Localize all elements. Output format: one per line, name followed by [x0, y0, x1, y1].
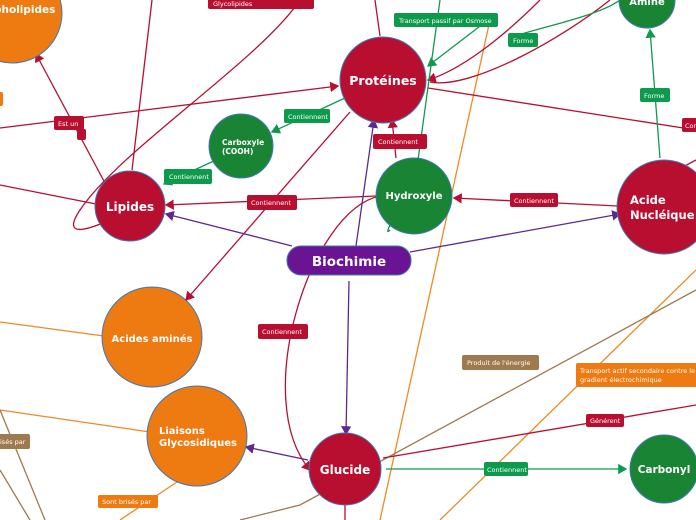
- svg-text:Transport actif secondaire con: Transport actif secondaire contre le: [579, 367, 695, 375]
- edge-labels: Glycolipides Transport passif par Osmose…: [0, 0, 696, 508]
- node-phospholipides[interactable]: pholipides: [0, 0, 63, 64]
- svg-text:pholipides: pholipides: [0, 4, 55, 16]
- svg-text:(COOH): (COOH): [222, 147, 253, 156]
- edge-label-contient-glucide-hydroxyle[interactable]: Contiennent: [258, 324, 308, 339]
- svg-text:Lipides: Lipides: [106, 200, 154, 214]
- connector-line: [426, 19, 489, 67]
- node-glucide[interactable]: Glucide: [308, 432, 382, 506]
- svg-text:Contiennent: Contiennent: [378, 138, 418, 146]
- edge-label-brises-par-left[interactable]: isés par: [0, 434, 30, 449]
- connector-line: [239, 289, 696, 520]
- svg-text:Contiennent: Contiennent: [169, 173, 209, 181]
- svg-text:Cor: Cor: [685, 122, 696, 130]
- edge-label-transport-actif[interactable]: Transport actif secondaire contre le gra…: [576, 363, 696, 387]
- connector-line: [429, 0, 611, 84]
- nodes: pholipides Amine Protéines Carboxyle (CO…: [0, 0, 696, 506]
- connector-line: [355, 118, 379, 247]
- connector-line: [0, 469, 31, 520]
- edge-label-produit-energie[interactable]: Produit de l'énergie: [462, 355, 539, 370]
- node-hydroxyle[interactable]: Hydroxyle: [375, 157, 453, 235]
- edge-label-contient-lipides-carboxyle[interactable]: Contiennent: [164, 169, 212, 184]
- edge-label-glycolipides[interactable]: Glycolipides: [208, 0, 314, 9]
- connector-line: [374, 0, 381, 37]
- connector-line: [340, 280, 352, 436]
- svg-text:Sont brisés par: Sont brisés par: [102, 498, 151, 506]
- edge-label-forme-right[interactable]: Forme: [640, 88, 670, 102]
- svg-text:Glycolipides: Glycolipides: [213, 0, 253, 8]
- svg-text:Biochimie: Biochimie: [312, 254, 386, 270]
- svg-text:Est un: Est un: [58, 120, 78, 128]
- edge-label-cor-right[interactable]: Cor: [682, 118, 696, 132]
- node-carbonyl[interactable]: Carbonyl: [629, 434, 696, 504]
- svg-text:Transport passif par Osmose: Transport passif par Osmose: [398, 17, 492, 25]
- svg-text:gradient électrochimique: gradient électrochimique: [580, 376, 662, 384]
- node-carboxyle[interactable]: Carboxyle (COOH): [208, 113, 274, 179]
- svg-text:Glycosidiques: Glycosidiques: [159, 438, 237, 449]
- connector-line: [0, 321, 105, 337]
- edge-label-contient-carboxyle[interactable]: Contiennent: [284, 109, 330, 123]
- node-acides-amines[interactable]: Acides aminés: [101, 286, 203, 388]
- node-liaisons-glycosidiques[interactable]: Liaisons Glycosidiques: [146, 385, 248, 487]
- connector-line: [244, 443, 309, 461]
- connector-line: [284, 195, 381, 471]
- connector-line: [427, 87, 696, 131]
- connector-line: [409, 210, 622, 253]
- svg-text:Acide: Acide: [630, 193, 666, 207]
- svg-text:Contiennent: Contiennent: [514, 197, 554, 205]
- edge-label-est-un[interactable]: Est un: [54, 116, 84, 130]
- svg-text:Carboxyle: Carboxyle: [222, 138, 264, 147]
- svg-text:Acides aminés: Acides aminés: [112, 333, 193, 345]
- connector-line: [73, 0, 301, 231]
- svg-text:Liaisons: Liaisons: [159, 426, 205, 437]
- edge-label-generent[interactable]: Générent: [586, 414, 624, 427]
- svg-text:isés par: isés par: [0, 438, 26, 446]
- edge-label-contient-proteines-hydroxyle[interactable]: Contiennent: [373, 134, 427, 149]
- connector-line: [131, 0, 153, 171]
- connector-line: [0, 184, 97, 205]
- node-biochimie[interactable]: Biochimie: [286, 245, 412, 276]
- edge-label-contient-acide-hydroxyle[interactable]: Contiennent: [510, 193, 558, 207]
- connector-line: [0, 409, 151, 433]
- svg-text:Contiennent: Contiennent: [262, 328, 302, 336]
- svg-text:Forme: Forme: [513, 37, 533, 45]
- node-acide-nucleique[interactable]: Acide Nucléique: [616, 159, 696, 255]
- svg-text:Hydroxyle: Hydroxyle: [385, 191, 442, 202]
- connector-line: [439, 269, 696, 520]
- edge-label-forme-top[interactable]: Forme: [508, 33, 538, 47]
- svg-text:Amine: Amine: [629, 0, 665, 8]
- svg-text:Produit de l'énergie: Produit de l'énergie: [467, 359, 530, 367]
- svg-text:Nucléique: Nucléique: [630, 208, 695, 222]
- edge-label-contient-hydroxyle-lipides[interactable]: Contiennent: [247, 195, 297, 210]
- svg-text:Carbonyl: Carbonyl: [638, 464, 691, 476]
- node-amine[interactable]: Amine: [618, 0, 676, 29]
- edge-label-sont-brises-par[interactable]: Sont brisés par: [98, 495, 158, 508]
- svg-text:Générent: Générent: [590, 417, 621, 425]
- connector-line: [382, 404, 696, 459]
- svg-text:Contiennent: Contiennent: [288, 113, 328, 121]
- edge-label-marker: [77, 129, 86, 140]
- connector-line: [164, 210, 293, 247]
- edge-label-contient-glucide-carbonyl[interactable]: Contiennent: [484, 462, 528, 476]
- edge-label-transport-passif[interactable]: Transport passif par Osmose: [394, 13, 498, 27]
- edge-label-marker: [0, 92, 3, 106]
- svg-text:Contiennent: Contiennent: [251, 199, 291, 207]
- node-proteines[interactable]: Protéines: [339, 36, 427, 124]
- node-lipides[interactable]: Lipides: [94, 170, 166, 242]
- connector-line: [426, 0, 541, 83]
- connector-line: [379, 19, 491, 520]
- svg-text:Protéines: Protéines: [349, 73, 416, 88]
- svg-text:Glucide: Glucide: [320, 463, 370, 477]
- svg-text:Forme: Forme: [644, 92, 664, 100]
- connector-line: [0, 409, 46, 520]
- svg-text:Contiennent: Contiennent: [487, 466, 527, 474]
